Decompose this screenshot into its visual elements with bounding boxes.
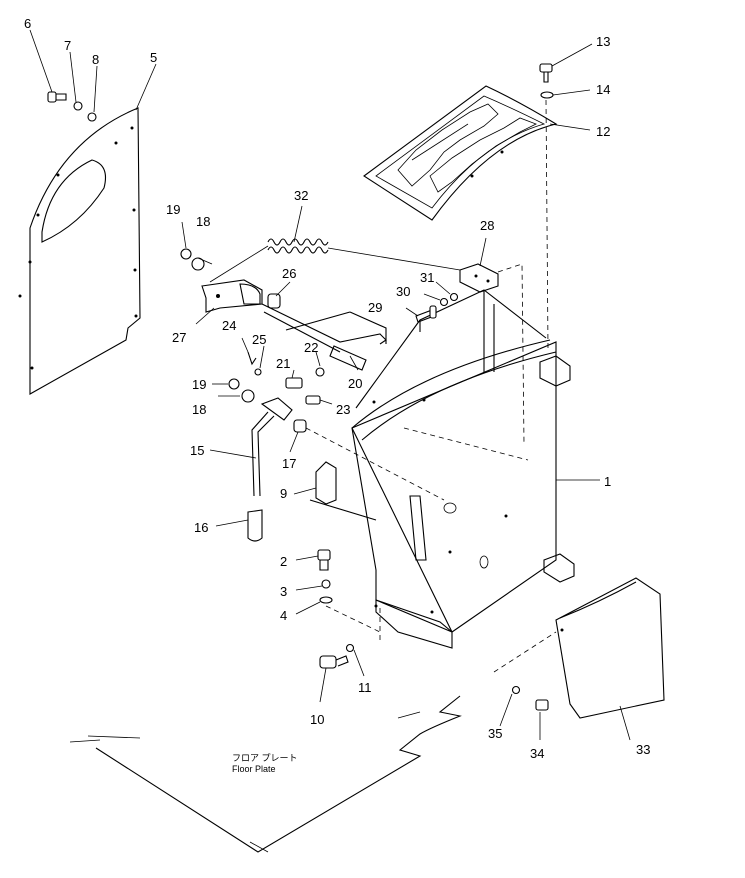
side-panel-5 [18,107,141,395]
callout-7: 7 [64,38,71,53]
washer-4 [319,596,333,604]
console-box-1 [351,289,575,649]
floor-plate-en-label: Floor Plate [232,764,276,774]
washer-8 [87,112,97,122]
floor-plate [69,695,462,853]
callout-17: 17 [282,456,296,471]
callout-15: 15 [190,443,204,458]
ring-18-bottom [241,389,255,403]
callout-19-top: 19 [166,202,180,217]
callout-28: 28 [480,218,494,233]
callout-2: 2 [280,554,287,569]
callout-26: 26 [282,266,296,281]
spring-32 [209,238,461,283]
bolt-2 [317,549,331,571]
callout-19-bottom: 19 [192,377,206,392]
pin-21 [285,377,303,389]
callout-22: 22 [304,340,318,355]
callout-12: 12 [596,124,610,139]
lever-15 [251,397,293,497]
callout-8: 8 [92,52,99,67]
callout-13: 13 [596,34,610,49]
bushing-17 [293,419,307,433]
callout-10: 10 [310,712,324,727]
callout-31: 31 [420,270,434,285]
washer-35 [511,685,521,695]
callout-24: 24 [222,318,236,333]
callout-18-top: 18 [196,214,210,229]
washer-30 [439,297,449,307]
washer-19-top [180,248,192,260]
bolt-23 [305,395,321,405]
bolt-34 [535,699,549,711]
callout-labels: 1 2 3 4 5 6 7 8 9 10 11 12 13 14 15 16 1… [24,16,650,761]
callout-23: 23 [336,402,350,417]
knob-16 [247,509,263,542]
callout-20: 20 [348,376,362,391]
callout-6: 6 [24,16,31,31]
bracket-9 [309,461,377,521]
callout-32: 32 [294,188,308,203]
bolt-6 [47,91,67,103]
callout-4: 4 [280,608,287,623]
bolt-10 [319,655,349,669]
callout-16: 16 [194,520,208,535]
callout-14: 14 [596,82,610,97]
boot-hole [443,502,457,514]
leader-lines [29,29,631,741]
rod-20 [261,303,387,371]
washer-22 [315,367,325,377]
callout-3: 3 [280,584,287,599]
washer-31 [449,292,459,302]
washer-7 [73,101,83,111]
callout-18-bottom: 18 [192,402,206,417]
callout-11: 11 [358,680,372,695]
bracket-27 [201,279,263,313]
callout-29: 29 [368,300,382,315]
callout-9: 9 [280,486,287,501]
collar-26 [267,293,281,309]
floor-plate-jp-label: フロア プレート [232,753,298,763]
bracket-28 [459,263,525,445]
callout-5: 5 [150,50,157,65]
callout-33: 33 [636,742,650,757]
washer-19-bottom [228,378,240,390]
callout-30: 30 [396,284,410,299]
callout-25: 25 [252,332,266,347]
cover-33 [555,577,665,719]
callout-34: 34 [530,746,544,761]
shift-plate-12 [363,85,558,221]
bolt-13 [539,63,553,83]
bolt-29 [415,305,437,323]
washer-14 [540,91,554,99]
callout-1: 1 [604,474,611,489]
callout-35: 35 [488,726,502,741]
callout-21: 21 [276,356,290,371]
cotter-pin-24 [247,351,257,366]
washer-11 [345,643,355,653]
callout-27: 27 [172,330,186,345]
washer-25 [254,368,262,376]
washer-3 [321,579,331,589]
